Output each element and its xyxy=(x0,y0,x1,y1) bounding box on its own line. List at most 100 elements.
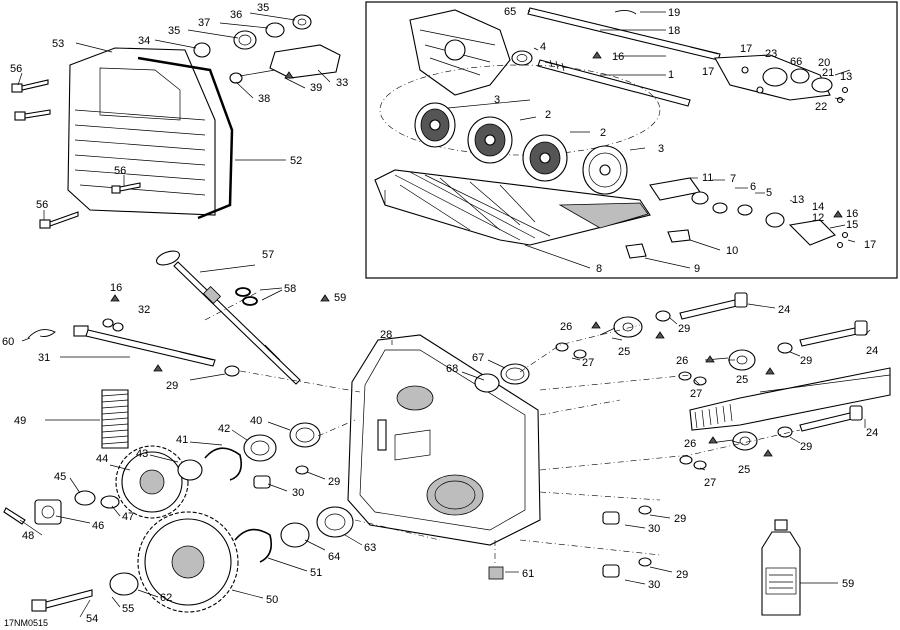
o-ring-58a xyxy=(235,287,251,297)
label-29b: 29 xyxy=(328,476,340,488)
label-12: 12 xyxy=(812,212,824,224)
label-1: 1 xyxy=(668,69,674,81)
label-18: 18 xyxy=(668,25,680,37)
label-16b: 16 xyxy=(846,208,858,220)
seal-67 xyxy=(500,363,530,385)
label-34: 34 xyxy=(138,35,150,47)
label-4: 4 xyxy=(540,41,546,53)
label-26c: 26 xyxy=(684,438,696,450)
washers-right xyxy=(555,310,793,567)
label-38: 38 xyxy=(258,93,270,105)
nut-30-left xyxy=(253,475,271,489)
label-33: 33 xyxy=(336,77,348,89)
label-21: 21 xyxy=(822,67,834,79)
circlip-41 xyxy=(204,447,243,481)
label-30b: 30 xyxy=(648,523,660,535)
label-31: 31 xyxy=(38,352,50,364)
inset-frame xyxy=(365,1,898,279)
bearing-64 xyxy=(280,522,310,548)
washer-47 xyxy=(100,495,120,509)
label-66: 66 xyxy=(790,56,802,68)
diagram-code: 17NM0515 xyxy=(4,618,48,628)
bolt-24-bottom xyxy=(799,405,863,432)
bearing-42 xyxy=(243,434,277,462)
label-7: 7 xyxy=(730,173,736,185)
bushing-43 xyxy=(177,459,203,481)
label-67: 67 xyxy=(472,352,484,364)
label-29e: 29 xyxy=(800,441,812,453)
nut-30-right-b xyxy=(602,564,620,578)
washers-32 xyxy=(102,318,124,332)
label-2a: 2 xyxy=(545,109,551,121)
seal-52 xyxy=(137,56,234,220)
bolt-56-top xyxy=(11,79,49,93)
o-ring-68 xyxy=(474,373,500,393)
circlip-19 xyxy=(614,9,637,15)
label-56a: 56 xyxy=(10,63,22,75)
sprocket-3-right xyxy=(582,145,628,195)
lubricant-markers xyxy=(110,51,843,457)
drain-plug-61 xyxy=(488,566,504,580)
gear-62 xyxy=(137,511,239,613)
label-48: 48 xyxy=(22,530,34,542)
nut-25-bottom xyxy=(732,431,758,451)
bracket-33 xyxy=(229,44,341,84)
clip-9 xyxy=(625,243,647,259)
label-6: 6 xyxy=(750,181,756,193)
label-55: 55 xyxy=(122,603,134,615)
label-11: 11 xyxy=(702,172,713,184)
label-52: 52 xyxy=(290,155,302,167)
circlip-51 xyxy=(234,528,273,563)
bearing-63 xyxy=(316,506,354,538)
screw-left xyxy=(14,109,51,121)
label-42: 42 xyxy=(218,423,230,435)
label-3a: 3 xyxy=(494,94,500,106)
label-43: 43 xyxy=(136,448,148,460)
spacer-45 xyxy=(74,490,96,506)
label-24c: 24 xyxy=(866,427,878,439)
label-47: 47 xyxy=(122,511,134,523)
label-29d: 29 xyxy=(800,355,812,367)
label-35b: 35 xyxy=(257,2,269,14)
driveshaft-1 xyxy=(537,59,691,107)
o-ring-58b xyxy=(242,296,258,306)
nut-30-right-a xyxy=(602,511,620,525)
leader-lines xyxy=(17,9,871,618)
spring-49 xyxy=(101,389,129,449)
label-39: 39 xyxy=(310,82,322,94)
washer-29-left xyxy=(224,365,240,377)
bearing-stack xyxy=(193,14,312,58)
label-37: 37 xyxy=(198,17,210,29)
label-5: 5 xyxy=(766,187,772,199)
label-49: 49 xyxy=(14,415,26,427)
label-63: 63 xyxy=(364,542,376,554)
chain-loop xyxy=(379,64,661,156)
label-56b: 56 xyxy=(114,165,126,177)
label-19: 19 xyxy=(668,7,680,19)
tensioner-assembly xyxy=(649,177,849,249)
label-64: 64 xyxy=(328,551,340,563)
dipstick-57 xyxy=(155,250,301,385)
label-59a: 59 xyxy=(334,292,346,304)
bolt-54 xyxy=(31,589,93,612)
chaincase-cover xyxy=(67,47,216,216)
label-28: 28 xyxy=(380,329,392,341)
label-30c: 30 xyxy=(648,579,660,591)
label-17b: 17 xyxy=(702,66,714,78)
label-8: 8 xyxy=(596,263,602,275)
label-29c: 29 xyxy=(678,323,690,335)
washer-29-mid xyxy=(295,465,309,475)
label-17c: 17 xyxy=(864,239,876,251)
label-20: 20 xyxy=(818,57,830,69)
label-23: 23 xyxy=(765,48,777,60)
label-16a: 16 xyxy=(612,51,624,63)
label-24a: 24 xyxy=(778,304,790,316)
label-13a: 13 xyxy=(840,71,852,83)
label-26a: 26 xyxy=(560,321,572,333)
bolt-24-top xyxy=(679,292,748,320)
label-2b: 2 xyxy=(600,127,606,139)
label-13b: 13 xyxy=(792,194,804,206)
nut-46 xyxy=(34,499,62,525)
label-29a: 29 xyxy=(166,380,178,392)
wire-60 xyxy=(27,329,56,339)
